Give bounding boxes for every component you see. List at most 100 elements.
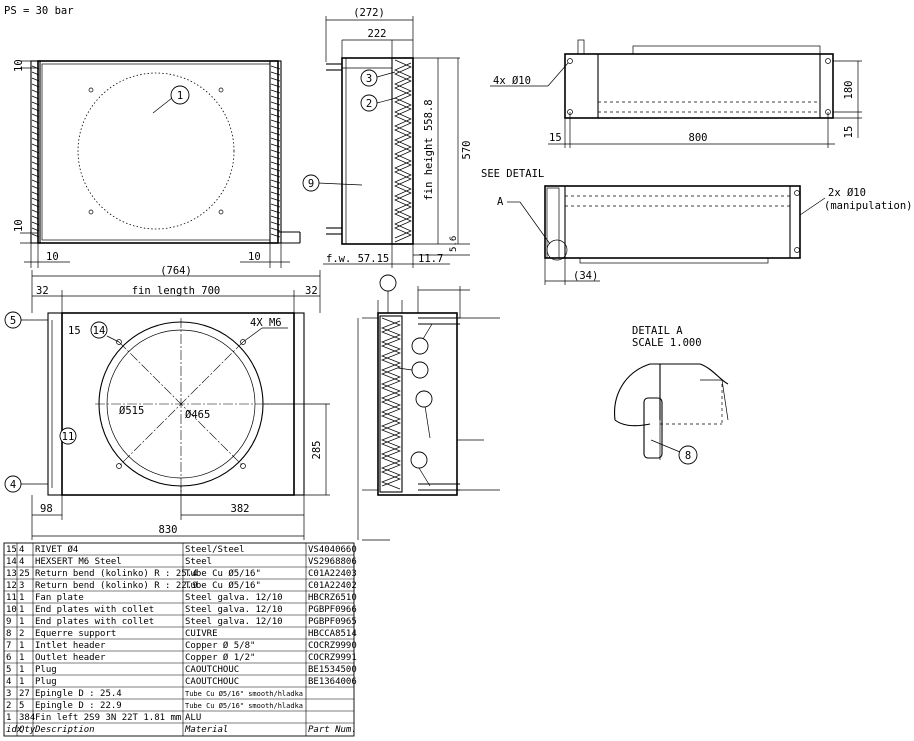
bom-cell-material: Tube Cu Ø5/16" <box>185 568 261 579</box>
detail-ref-a: A <box>497 196 504 208</box>
bom-cell-idx: 15 <box>6 545 17 555</box>
bom-cell-qty: 2 <box>19 629 24 639</box>
detail-a-scale: SCALE 1.000 <box>632 337 702 349</box>
dim-bl-left: 32 <box>36 285 49 297</box>
pressure-label: PS = 30 bar <box>4 5 74 17</box>
bom-cell-part-num: BE1534500 <box>308 665 357 675</box>
bom-header-qty: Qty <box>19 725 36 735</box>
bom-cell-description: Plug <box>35 665 57 675</box>
dim-bl-h285: 285 <box>311 441 323 460</box>
bom-cell-material: Steel/Steel <box>185 545 245 555</box>
balloon-1 <box>170 85 190 105</box>
bom-cell-idx: 5 <box>6 665 11 675</box>
bom-cell-description: End plates with collet <box>35 605 154 615</box>
balloon-13 <box>411 361 429 379</box>
balloon-12 <box>379 274 397 292</box>
dim-side-offset: 11.7 <box>418 253 443 265</box>
bom-cell-material: Copper Ø 5/8" <box>185 640 255 651</box>
dim-side-base: 5.6 <box>449 236 459 252</box>
bom-cell-qty: 1 <box>19 653 24 663</box>
balloon-8 <box>678 445 698 465</box>
bom-cell-description: Epingle D : 25.4 <box>35 689 122 699</box>
bom-header-part-num: Part Num. <box>308 725 357 735</box>
balloon-5 <box>4 311 22 329</box>
balloon-14 <box>90 321 108 339</box>
dim-mr-holes: 2x Ø10 <box>828 187 866 199</box>
detail-a-view: DETAIL A SCALE 1.000 8 <box>614 325 729 465</box>
bom-cell-qty: 1 <box>19 593 24 603</box>
bom-cell-idx: 1 <box>6 713 11 723</box>
bom-cell-idx: 6 <box>6 653 11 663</box>
bom-cell-part-num: BE1364006 <box>308 677 357 687</box>
mid-right-view: SEE DETAIL A 2x Ø10 (manipulation) (34) <box>481 168 913 285</box>
dim-side-fw: f.w. 57.15 <box>326 253 389 265</box>
bom-cell-material: Steel galva. 12/10 <box>185 617 283 627</box>
bom-cell-material: Tube Cu Ø5/16" <box>185 580 261 591</box>
bom-cell-material: CAOUTCHOUC <box>185 677 239 687</box>
bom-cell-material: CUIVRE <box>185 629 218 639</box>
bom-cell-material: Steel <box>185 557 212 567</box>
bom-cell-qty: 5 <box>19 701 24 711</box>
bom-cell-qty: 1 <box>19 641 24 651</box>
bom-cell-description: Fan plate <box>35 593 84 603</box>
dim-bl-right: 32 <box>305 285 318 297</box>
bom-header-description: Description <box>34 725 95 735</box>
balloon-2 <box>360 94 378 112</box>
bom-cell-idx: 12 <box>6 581 17 591</box>
dim-tr-holes: 4x Ø10 <box>493 75 531 87</box>
bom-cell-description: HEXSERT M6 Steel <box>35 557 122 567</box>
bom-cell-idx: 11 <box>6 593 17 603</box>
bom-cell-idx: 4 <box>6 677 11 687</box>
dim-side-fin-height: fin height 558.8 <box>423 99 435 200</box>
bom-cell-material: ALU <box>185 713 201 723</box>
dim-side-width: 222 <box>368 28 387 40</box>
bom-cell-qty: 4 <box>19 557 24 567</box>
balloon-2-label: 2 <box>366 98 372 110</box>
bom-cell-part-num: COCRZ9991 <box>308 653 357 663</box>
bom-cell-part-num: C01A22402 <box>308 581 357 591</box>
dim-front-left-bottom: 10 <box>46 251 59 263</box>
top-right-view: 4x Ø10 180 15 15 800 <box>490 39 862 148</box>
dim-mr-manip: (manipulation) <box>824 200 913 212</box>
dim-tr-length: 800 <box>689 132 708 144</box>
balloon-8-label: 8 <box>685 450 691 462</box>
bom-cell-material: Copper Ø 1/2" <box>185 652 255 663</box>
bom-cell-description: End plates with collet <box>35 617 154 627</box>
bom-cell-idx: 10 <box>6 605 17 615</box>
dim-bl-d382: 382 <box>231 503 250 515</box>
bom-cell-part-num: VS4040660 <box>308 545 357 555</box>
balloon-11-label: 11 <box>62 431 75 443</box>
bom-cell-qty: 27 <box>19 689 30 699</box>
bom-cell-description: Epingle D : 22.9 <box>35 701 122 711</box>
bom-cell-part-num: C01A22403 <box>308 569 357 579</box>
balloon-4 <box>4 475 22 493</box>
bom-header-material: Material <box>184 725 228 735</box>
bom-cell-part-num: PGBPF0966 <box>308 605 357 615</box>
bom-cell-description: Return bend (kolinko) R : 25.4 <box>35 569 198 579</box>
bottom-left-view: (764) 32 fin length 700 32 4X M6 Ø515 Ø4… <box>4 265 330 540</box>
bom-cell-idx: 7 <box>6 641 11 651</box>
dim-bl-d465: Ø465 <box>185 409 210 421</box>
bom-header-idx: idx <box>6 725 23 735</box>
dim-bl-d515: Ø515 <box>119 405 144 417</box>
bom-cell-description: RIVET Ø4 <box>35 544 78 555</box>
balloon-14-label: 14 <box>93 325 106 337</box>
detail-a-title: DETAIL A <box>632 325 683 337</box>
bom-cell-part-num: COCRZ9990 <box>308 641 357 651</box>
see-detail-label: SEE DETAIL <box>481 168 544 180</box>
balloon-7 <box>411 337 429 355</box>
bom-cell-description: Return bend (kolinko) R : 22.9 <box>35 581 198 591</box>
bom-cell-part-num: HBCRZ6510 <box>308 593 357 603</box>
bom-cell-qty: 25 <box>19 569 30 579</box>
bom-cell-qty: 3 <box>19 581 24 591</box>
bom-cell-part-num: HBCCA8514 <box>308 629 357 639</box>
side-view: (272) 222 fin height 558.8 570 5.6 f.w. … <box>302 7 473 268</box>
bom-cell-description: Outlet header <box>35 653 106 663</box>
bottom-middle-view <box>357 274 500 541</box>
dim-side-height: 570 <box>461 141 473 160</box>
dim-bl-d98: 98 <box>40 503 53 515</box>
dim-tr-height: 180 <box>843 81 855 100</box>
dim-bl-fin-length: fin length 700 <box>132 285 221 297</box>
